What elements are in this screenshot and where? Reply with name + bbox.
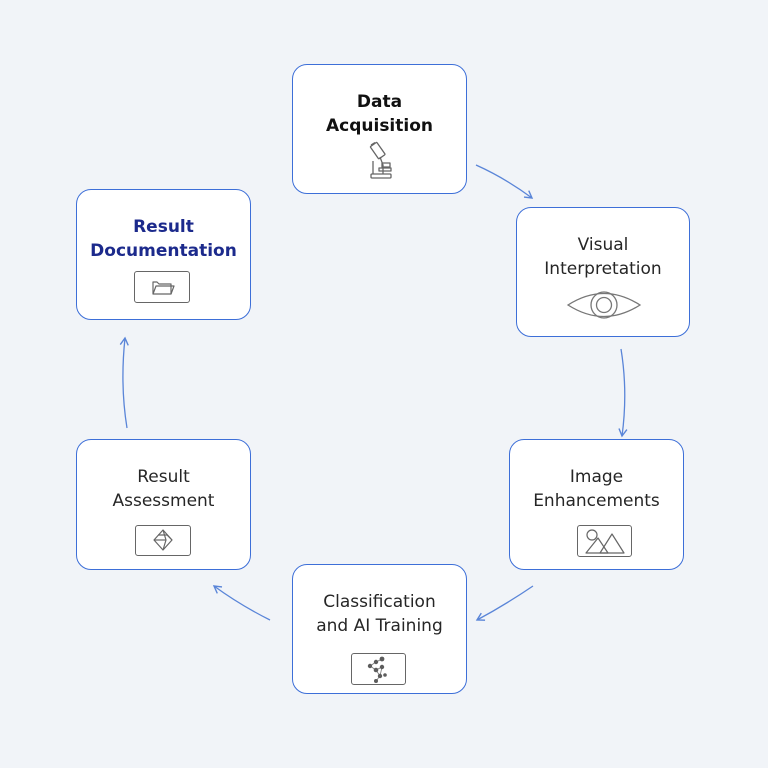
image-icon-frame <box>577 525 632 557</box>
arrow-interpretation-to-enhancements <box>618 348 628 438</box>
network-icon-frame <box>351 653 406 685</box>
step-visual-interpretation: Visual Interpretation <box>516 207 690 337</box>
step-image-enhancements: Image Enhancements <box>509 439 684 570</box>
step-label: Result Documentation <box>90 217 237 261</box>
arrow-enhancements-to-classification <box>475 585 534 621</box>
step-label: Visual Interpretation <box>544 235 662 279</box>
step-label: Image Enhancements <box>533 467 660 511</box>
folder-icon-frame <box>134 271 190 303</box>
arrow-classification-to-assessment <box>212 585 271 621</box>
step-data-acquisition: Data Acquisition <box>292 64 467 194</box>
image-mountains-icon <box>585 529 625 554</box>
step-result-documentation: Result Documentation <box>76 189 251 320</box>
step-classification-ai-training: Classification and AI Training <box>292 564 467 694</box>
step-label: Data Acquisition <box>325 92 433 136</box>
folder-icon <box>152 281 175 295</box>
arrow-assessment-to-documentation <box>119 336 129 429</box>
arrow-acquisition-to-interpretation <box>475 164 534 199</box>
eye-icon <box>566 291 642 319</box>
neural-network-icon <box>367 656 387 683</box>
step-label: Classification and AI Training <box>316 592 443 636</box>
microscope-icon <box>369 141 392 179</box>
cube-icon-frame <box>135 525 191 556</box>
step-result-assessment: Result Assessment <box>76 439 251 570</box>
step-label: Result Assessment <box>112 467 215 511</box>
cube-icon <box>153 529 173 551</box>
